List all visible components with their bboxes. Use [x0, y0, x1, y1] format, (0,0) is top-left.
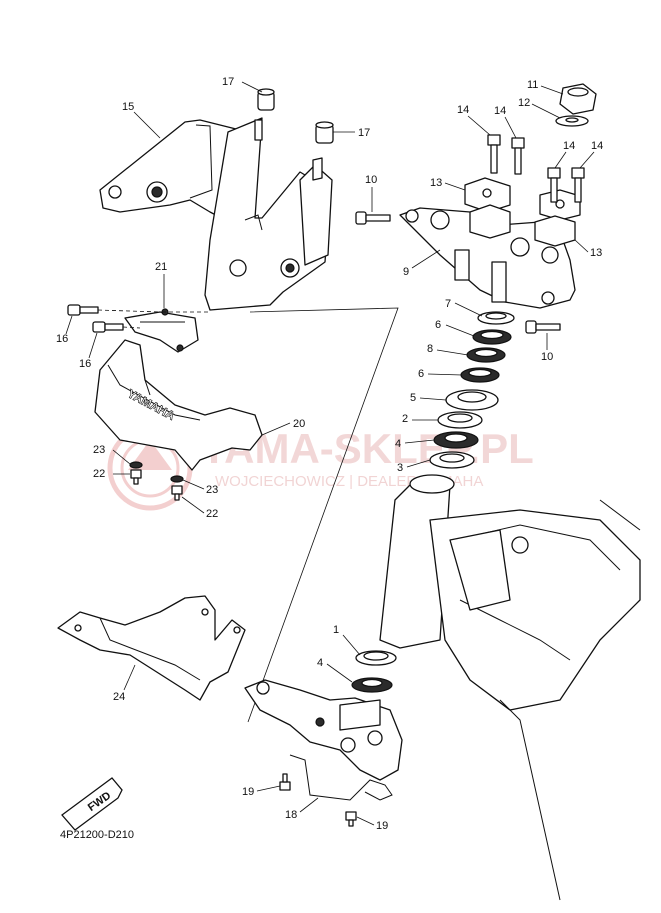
lock-washer-7 [477, 311, 515, 325]
screw-19-b [345, 811, 357, 827]
callout-14c: 14 [563, 140, 575, 152]
cap-17-b [315, 121, 334, 144]
screw-22-a [130, 469, 142, 485]
callout-22a: 22 [93, 468, 105, 480]
callout-17a: 17 [222, 76, 234, 88]
callout-7: 7 [445, 298, 451, 310]
callout-3: 3 [397, 462, 403, 474]
wire-18 [289, 754, 393, 801]
ring-nut-6-lower [460, 367, 500, 383]
callout-14d: 14 [591, 140, 603, 152]
callout-14b: 14 [494, 105, 506, 117]
lower-bracket [244, 679, 403, 781]
holder-13-c [539, 189, 581, 221]
callout-19b: 19 [376, 820, 388, 832]
callout-14a: 14 [457, 104, 469, 116]
callout-23b: 23 [206, 484, 218, 496]
fwd-arrow-icon: FWD [61, 777, 123, 831]
washer-12 [555, 115, 589, 127]
holder-13-a [464, 177, 511, 213]
callout-8: 8 [427, 343, 433, 355]
bearing-4-upper [433, 431, 479, 449]
callout-13a: 13 [430, 177, 442, 189]
holder-13-d [534, 215, 576, 247]
callout-24: 24 [113, 691, 125, 703]
callout-20: 20 [293, 418, 305, 430]
guard-24 [57, 595, 246, 701]
diagram-code: 4P21200-D210 [60, 829, 134, 841]
bolt-10-b [525, 320, 561, 334]
callout-10a: 10 [365, 174, 377, 186]
callout-22b: 22 [206, 508, 218, 520]
callout-17b: 17 [358, 127, 370, 139]
callout-16b: 16 [79, 358, 91, 370]
steering-head-frame [379, 474, 641, 901]
callout-5: 5 [410, 392, 416, 404]
bolt-14-c [547, 167, 561, 203]
race-1-lower [355, 650, 397, 666]
callout-19a: 19 [242, 786, 254, 798]
bolt-16-a [67, 304, 99, 316]
callout-4b: 4 [317, 657, 323, 669]
bolt-14-b [511, 137, 525, 175]
nut-11 [559, 83, 597, 115]
callout-18: 18 [285, 809, 297, 821]
callout-1: 1 [333, 624, 339, 636]
race-3 [429, 451, 475, 469]
bolt-14-d [571, 167, 585, 203]
callout-15: 15 [122, 101, 134, 113]
washer-23-a [129, 461, 143, 469]
bolt-16-b [92, 321, 124, 333]
callout-13b: 13 [590, 247, 602, 259]
bolt-10-a [355, 211, 391, 225]
washer-23-b [170, 475, 184, 483]
screw-19-a [279, 773, 291, 791]
ring-nut-6-upper [472, 329, 512, 345]
bolt-14-a [487, 134, 501, 174]
callout-12: 12 [518, 97, 530, 109]
callout-9: 9 [403, 266, 409, 278]
callout-2: 2 [402, 413, 408, 425]
callouts: 17 15 17 10 11 12 14 14 14 14 13 13 9 7 … [56, 76, 603, 832]
callout-23a: 23 [93, 444, 105, 456]
callout-6b: 6 [418, 368, 424, 380]
cover-20: YAMAHA [94, 339, 263, 471]
headlight-stay [204, 117, 333, 311]
upper-bracket-9 [399, 207, 576, 309]
callout-16a: 16 [56, 333, 68, 345]
callout-4a: 4 [395, 438, 401, 450]
callout-6a: 6 [435, 319, 441, 331]
bearing-4-lower [351, 677, 393, 693]
frame-outline [247, 307, 399, 723]
race-2 [437, 411, 483, 429]
callout-10b: 10 [541, 351, 553, 363]
screw-22-b [171, 485, 183, 501]
cover-5 [445, 389, 499, 411]
holder-13-b [469, 204, 511, 239]
callout-11: 11 [527, 79, 538, 91]
cap-17-a [257, 88, 275, 111]
washer-8 [466, 347, 506, 363]
callout-21: 21 [155, 261, 167, 273]
